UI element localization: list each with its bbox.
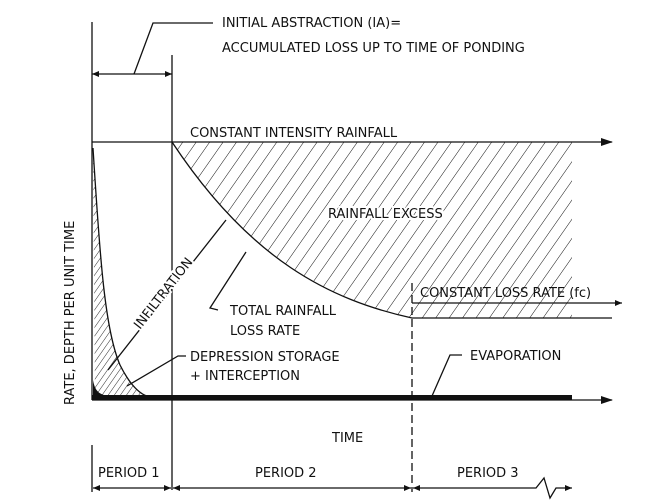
period-3-label: PERIOD 3	[457, 466, 519, 481]
period-1-label: PERIOD 1	[98, 466, 160, 481]
depression-leader	[126, 355, 186, 387]
depression-storage-area	[93, 148, 150, 397]
ia-label-line2: ACCUMULATED LOSS UP TO TIME OF PONDING	[222, 41, 525, 56]
x-axis-label: TIME	[331, 431, 363, 446]
total-loss-label-1: TOTAL RAINFALL	[229, 304, 337, 319]
evaporation-leader	[431, 354, 462, 397]
evaporation-wedge	[93, 380, 110, 398]
rainfall-label: CONSTANT INTENSITY RAINFALL	[190, 126, 398, 141]
y-axis-label: RATE, DEPTH PER UNIT TIME	[63, 221, 78, 405]
rainfall-excess-label: RAINFALL EXCESS	[328, 207, 443, 222]
total-loss-rate-curve	[171, 141, 612, 319]
infiltration-leader	[107, 219, 227, 371]
evaporation-band	[92, 395, 572, 400]
depression-label-1: DEPRESSION STORAGE	[190, 350, 340, 365]
ia-leader	[133, 22, 213, 75]
ia-label-line1: INITIAL ABSTRACTION (IA)=	[222, 16, 401, 31]
total-loss-label-2: LOSS RATE	[230, 324, 300, 339]
evaporation-label: EVAPORATION	[470, 349, 561, 364]
depression-label-2: + INTERCEPTION	[190, 369, 300, 384]
infiltration-curve	[92, 147, 151, 398]
period-3-span	[413, 476, 572, 500]
rainfall-excess-area	[172, 142, 572, 318]
constant-loss-label: CONSTANT LOSS RATE (fc)	[420, 286, 591, 301]
period-2-label: PERIOD 2	[255, 466, 317, 481]
infiltration-label: INFILTRATION	[131, 255, 196, 332]
total-loss-leader	[208, 251, 247, 311]
